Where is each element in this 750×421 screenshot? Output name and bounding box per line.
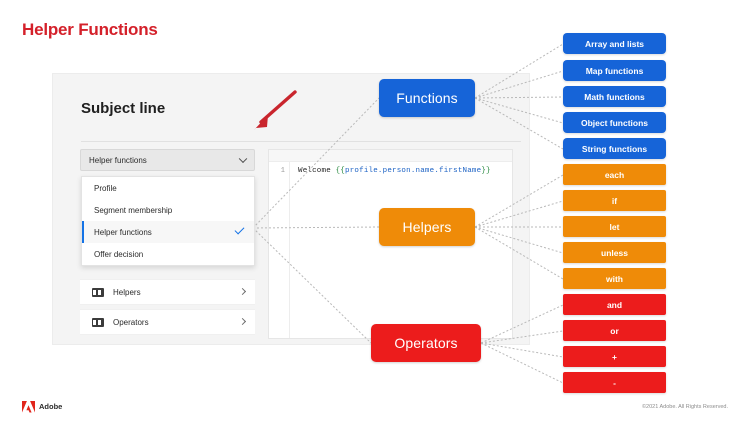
chip-and[interactable]: and: [563, 294, 666, 315]
tree-item-label: Operators: [113, 317, 149, 327]
code-path: profile.person.name.firstName: [345, 167, 482, 175]
code-brace-close: }}: [481, 167, 491, 175]
tree-item-label: Helpers: [113, 287, 141, 297]
dropdown-item-label: Segment membership: [94, 205, 173, 215]
chip-object-functions[interactable]: Object functions: [563, 112, 666, 133]
adobe-logo: Adobe: [22, 400, 63, 413]
chip-math-functions[interactable]: Math functions: [563, 86, 666, 107]
chip-with[interactable]: with: [563, 268, 666, 289]
folder-icon: [92, 287, 104, 297]
code-line: Welcome {{profile.person.name.firstName}…: [298, 167, 491, 175]
copyright-text: ©2021 Adobe. All Rights Reserved.: [642, 404, 728, 410]
dropdown-item-offer-decision[interactable]: Offer decision: [82, 243, 254, 265]
chip-each[interactable]: each: [563, 164, 666, 185]
chevron-right-icon: [238, 317, 247, 326]
editor-gutter: 1: [269, 162, 290, 338]
chip-unless[interactable]: unless: [563, 242, 666, 263]
node-operators[interactable]: Operators: [371, 324, 481, 362]
dropdown-menu[interactable]: Profile Segment membership Helper functi…: [81, 176, 255, 266]
chevron-down-icon: [240, 156, 247, 163]
left-column: Helpers Operators Helper functions Profi…: [80, 149, 255, 339]
node-functions[interactable]: Functions: [379, 79, 475, 117]
dropdown-item-label: Offer decision: [94, 249, 144, 259]
chevron-right-icon: [238, 287, 247, 296]
chip-map-functions[interactable]: Map functions: [563, 60, 666, 81]
page-title: Helper Functions: [22, 20, 158, 39]
folder-icon: [92, 317, 104, 327]
dropdown-item-label: Profile: [94, 183, 117, 193]
dropdown-item-segment-membership[interactable]: Segment membership: [82, 199, 254, 221]
header-divider: [81, 141, 521, 142]
line-number: 1: [280, 167, 285, 175]
chip-let[interactable]: let: [563, 216, 666, 237]
helper-select[interactable]: Helper functions: [80, 149, 255, 171]
check-icon: [234, 224, 245, 235]
node-helpers[interactable]: Helpers: [379, 208, 475, 246]
tree-list: Helpers Operators: [80, 175, 255, 335]
chip-array-and-lists[interactable]: Array and lists: [563, 33, 666, 54]
dropdown-item-helper-functions[interactable]: Helper functions: [82, 221, 254, 243]
dropdown-item-profile[interactable]: Profile: [82, 177, 254, 199]
code-text: Welcome: [298, 167, 336, 175]
chip-if[interactable]: if: [563, 190, 666, 211]
select-value: Helper functions: [89, 155, 147, 165]
dropdown-item-label: Helper functions: [94, 227, 152, 237]
tree-row-helpers[interactable]: Helpers: [80, 279, 255, 305]
adobe-wordmark: Adobe: [39, 401, 63, 411]
red-arrow-icon: [254, 90, 297, 130]
chip-minus[interactable]: -: [563, 372, 666, 393]
chip-plus[interactable]: +: [563, 346, 666, 367]
chip-string-functions[interactable]: String functions: [563, 138, 666, 159]
adobe-mark-icon: [22, 400, 35, 413]
editor-toolbar: [269, 150, 512, 162]
app-panel-title: Subject line: [81, 100, 166, 117]
code-brace-open: {{: [335, 167, 346, 175]
chip-or[interactable]: or: [563, 320, 666, 341]
tree-row-operators[interactable]: Operators: [80, 309, 255, 335]
